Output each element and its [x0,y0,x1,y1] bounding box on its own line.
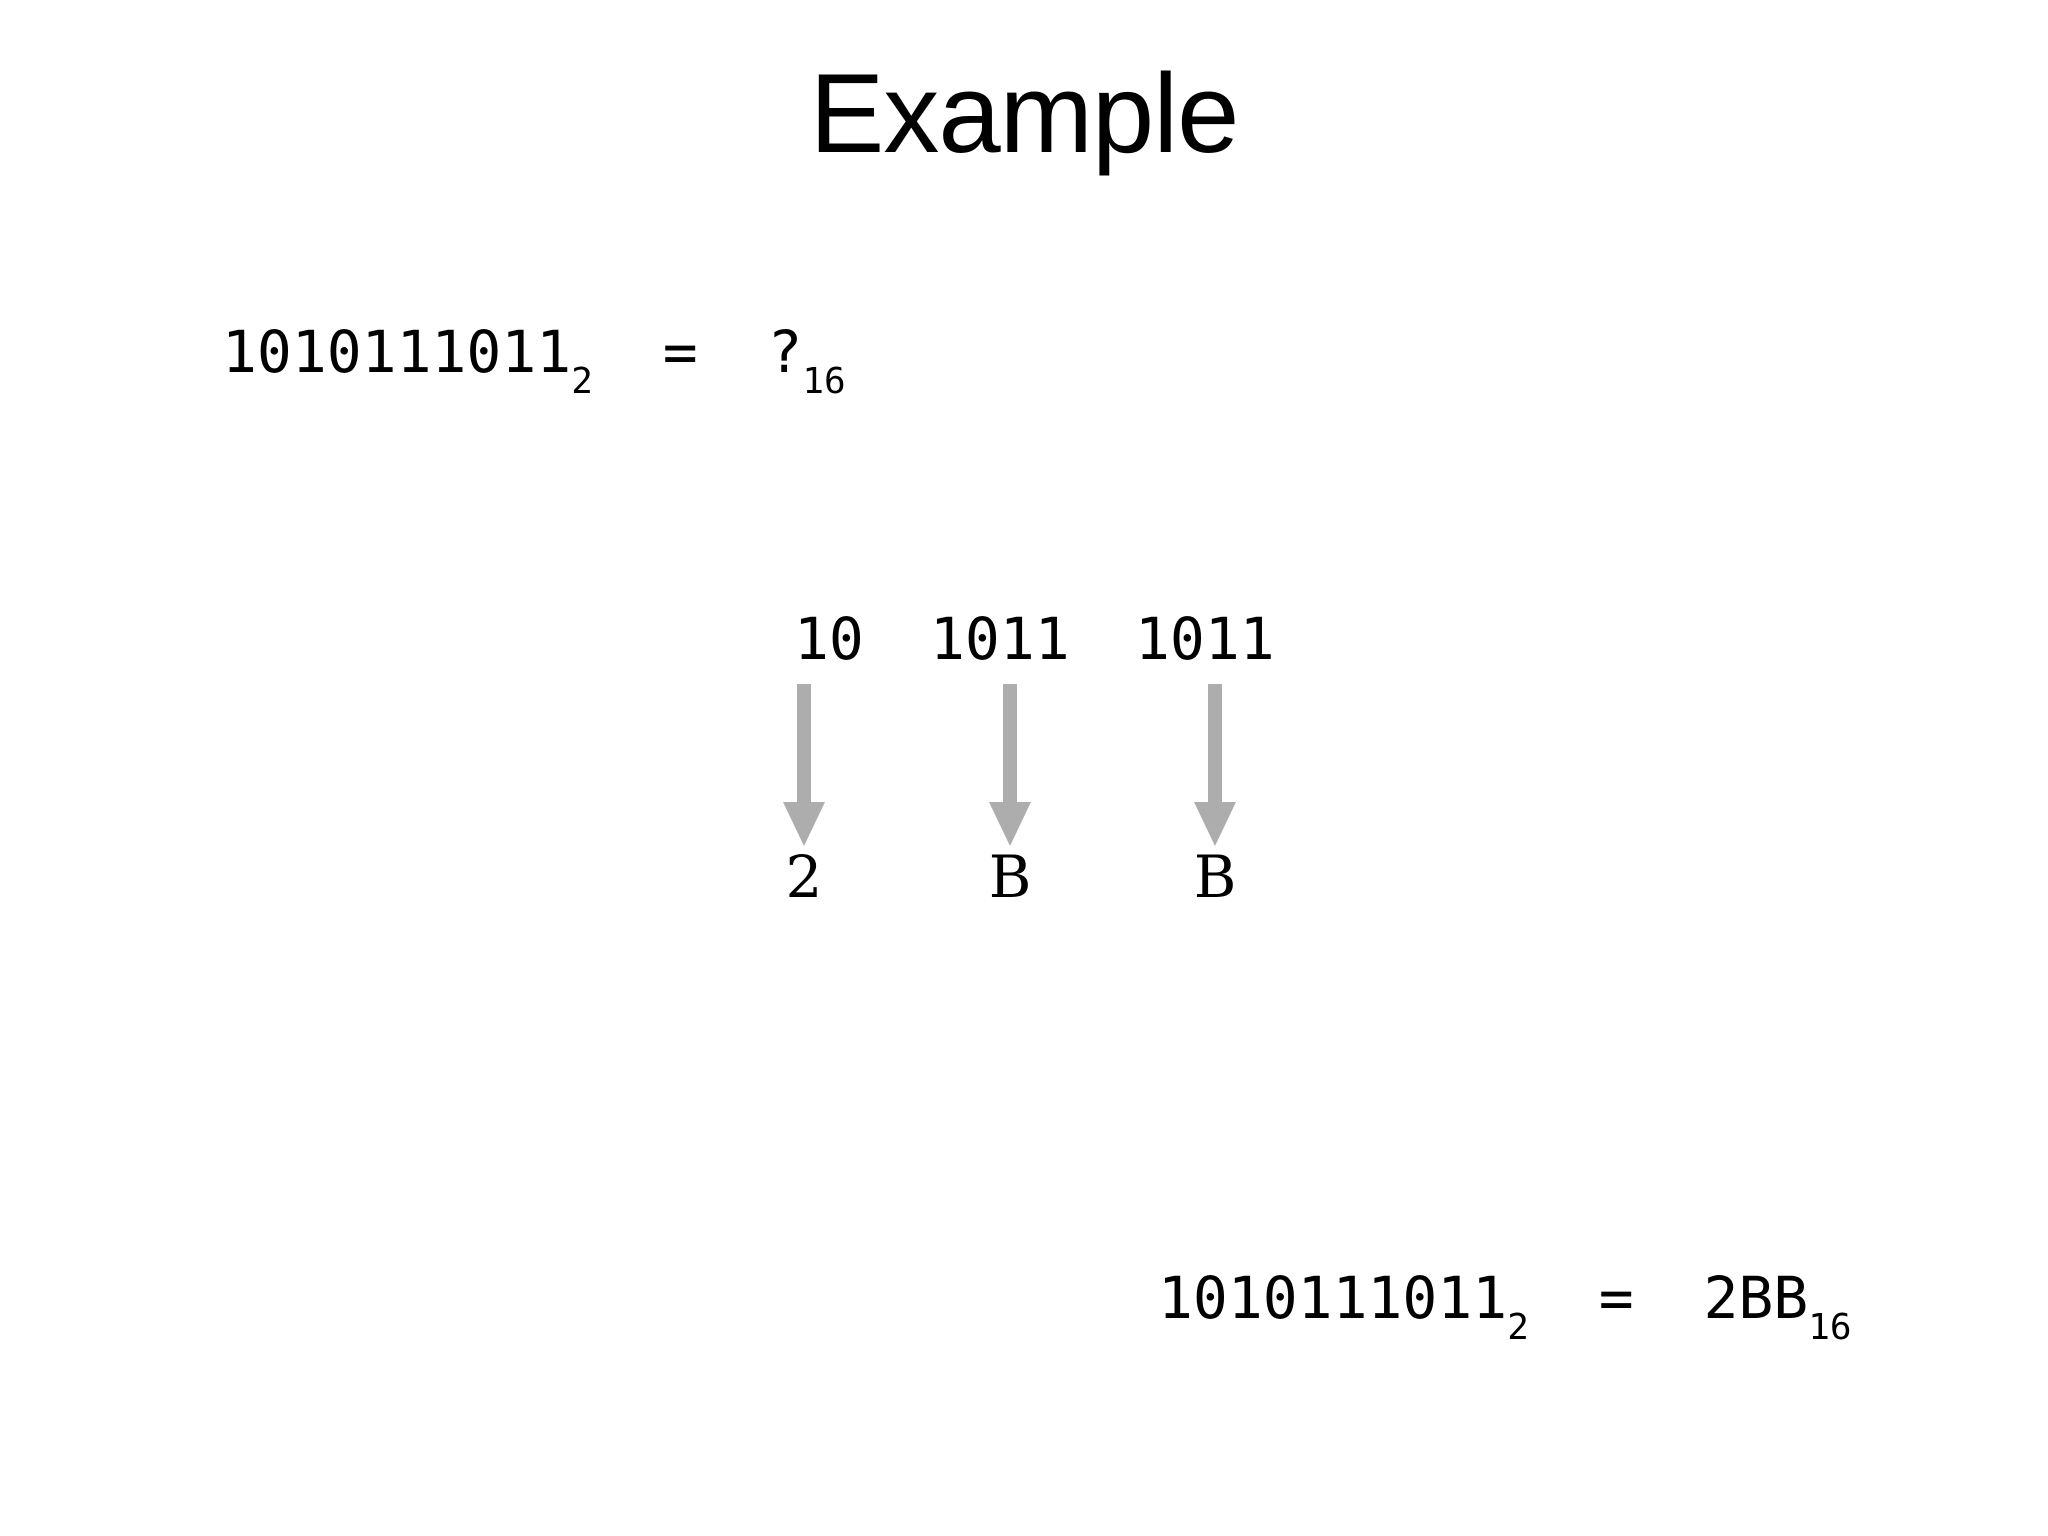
question-result-subscript: 16 [802,360,846,402]
arrow-layer [780,684,1320,854]
page-title: Example [809,51,1240,176]
question-result-value: ? [767,318,803,386]
answer-equals-sign: = [1528,1264,1704,1332]
binary-groups-row: 10 1011 1011 [780,610,1320,684]
hex-digit-3: B [1193,843,1237,911]
binary-group-2: 1011 [930,605,1070,673]
binary-group-1: 10 [794,605,864,673]
hex-digits-row: 2 B B [780,848,1320,922]
question-equation: 10101110112 = ?16 [222,322,846,400]
question-binary-subscript: 2 [571,360,593,402]
question-equals-sign: = [592,318,768,386]
answer-binary-subscript: 2 [1507,1306,1529,1348]
hex-digit-2: B [988,843,1032,911]
down-arrow-icon [783,684,825,846]
answer-equation: 10101110112 = 2BB16 [1158,1268,1852,1346]
down-arrow-icon [1194,684,1236,846]
answer-result-subscript: 16 [1808,1306,1852,1348]
answer-result-value: 2BB [1703,1264,1809,1332]
conversion-diagram: 10 1011 1011 2 B B [780,600,1320,970]
binary-group-3: 1011 [1135,605,1275,673]
down-arrow-icon [989,684,1031,846]
question-binary-value: 1010111011 [222,318,572,386]
answer-binary-value: 1010111011 [1158,1264,1508,1332]
hex-digit-1: 2 [785,843,823,911]
